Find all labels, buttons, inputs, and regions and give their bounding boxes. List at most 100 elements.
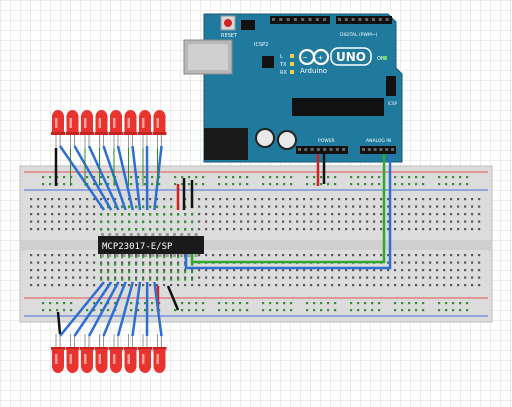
terminal-hole bbox=[247, 228, 250, 231]
rail-hole bbox=[445, 183, 448, 186]
active-hole bbox=[107, 256, 110, 259]
terminal-hole bbox=[226, 228, 229, 231]
terminal-hole bbox=[401, 198, 404, 201]
rail-hole bbox=[306, 309, 309, 312]
terminal-hole bbox=[331, 220, 334, 223]
terminal-hole bbox=[275, 284, 278, 287]
rail-hole bbox=[401, 183, 404, 186]
terminal-hole bbox=[359, 284, 362, 287]
rail-hole bbox=[276, 183, 279, 186]
terminal-hole bbox=[268, 213, 271, 216]
terminal-hole bbox=[436, 261, 439, 264]
terminal-hole bbox=[310, 269, 313, 272]
terminal-hole bbox=[415, 220, 418, 223]
terminal-hole bbox=[107, 261, 110, 264]
active-hole bbox=[163, 271, 166, 274]
power-label: POWER bbox=[318, 138, 335, 144]
rail-hole bbox=[246, 302, 249, 305]
chip-label: MCP23017-E/SP bbox=[102, 242, 173, 252]
terminal-hole bbox=[345, 284, 348, 287]
terminal-hole bbox=[310, 228, 313, 231]
active-hole bbox=[149, 206, 152, 209]
active-hole bbox=[114, 271, 117, 274]
terminal-hole bbox=[198, 284, 201, 287]
active-hole bbox=[135, 221, 138, 224]
terminal-hole bbox=[394, 254, 397, 257]
terminal-hole bbox=[331, 254, 334, 257]
chip-pin bbox=[137, 254, 140, 257]
terminal-hole bbox=[380, 284, 383, 287]
terminal-hole bbox=[387, 220, 390, 223]
terminal-hole bbox=[58, 213, 61, 216]
terminal-hole bbox=[401, 228, 404, 231]
terminal-hole bbox=[415, 269, 418, 272]
rail-hole bbox=[357, 309, 360, 312]
wires bbox=[54, 145, 392, 337]
terminal-hole bbox=[30, 261, 33, 264]
rail-hole bbox=[42, 183, 45, 186]
terminal-hole bbox=[254, 198, 257, 201]
terminal-hole bbox=[282, 276, 285, 279]
terminal-hole bbox=[58, 205, 61, 208]
terminal-hole bbox=[296, 228, 299, 231]
rail-hole bbox=[158, 183, 161, 186]
rail-hole bbox=[334, 309, 337, 312]
rail-hole bbox=[401, 302, 404, 305]
rail-hole bbox=[100, 183, 103, 186]
active-hole bbox=[142, 278, 145, 281]
terminal-hole bbox=[247, 198, 250, 201]
led-rim bbox=[65, 132, 80, 135]
rail-hole bbox=[313, 183, 316, 186]
terminal-hole bbox=[37, 213, 40, 216]
terminal-hole bbox=[352, 269, 355, 272]
rail-hole bbox=[232, 176, 235, 179]
terminal-hole bbox=[289, 228, 292, 231]
rail-hole bbox=[63, 309, 66, 312]
terminal-hole bbox=[44, 284, 47, 287]
terminal-hole bbox=[191, 269, 194, 272]
led bbox=[109, 334, 123, 373]
terminal-hole bbox=[359, 254, 362, 257]
terminal-hole bbox=[93, 205, 96, 208]
led-dome bbox=[153, 359, 166, 373]
led-highlight bbox=[98, 118, 101, 128]
terminal-hole bbox=[324, 220, 327, 223]
terminal-hole bbox=[373, 284, 376, 287]
chip-pin bbox=[173, 254, 176, 257]
terminal-hole bbox=[387, 213, 390, 216]
terminal-hole bbox=[37, 198, 40, 201]
terminal-hole bbox=[247, 276, 250, 279]
led bbox=[80, 110, 94, 148]
terminal-hole bbox=[408, 276, 411, 279]
terminal-hole bbox=[72, 261, 75, 264]
terminal-hole bbox=[331, 276, 334, 279]
terminal-hole bbox=[443, 269, 446, 272]
terminal-hole bbox=[44, 276, 47, 279]
terminal-hole bbox=[282, 198, 285, 201]
led-wire-top bbox=[131, 145, 142, 211]
rail-hole bbox=[438, 176, 441, 179]
rail-hole bbox=[49, 309, 52, 312]
header-pin bbox=[308, 18, 312, 21]
terminal-hole bbox=[275, 198, 278, 201]
rail-hole bbox=[452, 183, 455, 186]
terminal-hole bbox=[170, 269, 173, 272]
terminal-hole bbox=[135, 276, 138, 279]
header-pin bbox=[304, 148, 308, 151]
terminal-hole bbox=[93, 261, 96, 264]
terminal-hole bbox=[261, 269, 264, 272]
terminal-hole bbox=[121, 276, 124, 279]
terminal-hole bbox=[478, 205, 481, 208]
terminal-hole bbox=[394, 228, 397, 231]
terminal-hole bbox=[324, 284, 327, 287]
active-hole bbox=[128, 213, 131, 216]
rail-hole bbox=[422, 309, 425, 312]
rail-hole bbox=[188, 309, 191, 312]
terminal-hole bbox=[65, 213, 68, 216]
chip-pin bbox=[187, 233, 191, 236]
terminal-hole bbox=[436, 228, 439, 231]
terminal-hole bbox=[268, 198, 271, 201]
terminal-hole bbox=[310, 220, 313, 223]
terminal-hole bbox=[72, 220, 75, 223]
active-hole bbox=[107, 213, 110, 216]
